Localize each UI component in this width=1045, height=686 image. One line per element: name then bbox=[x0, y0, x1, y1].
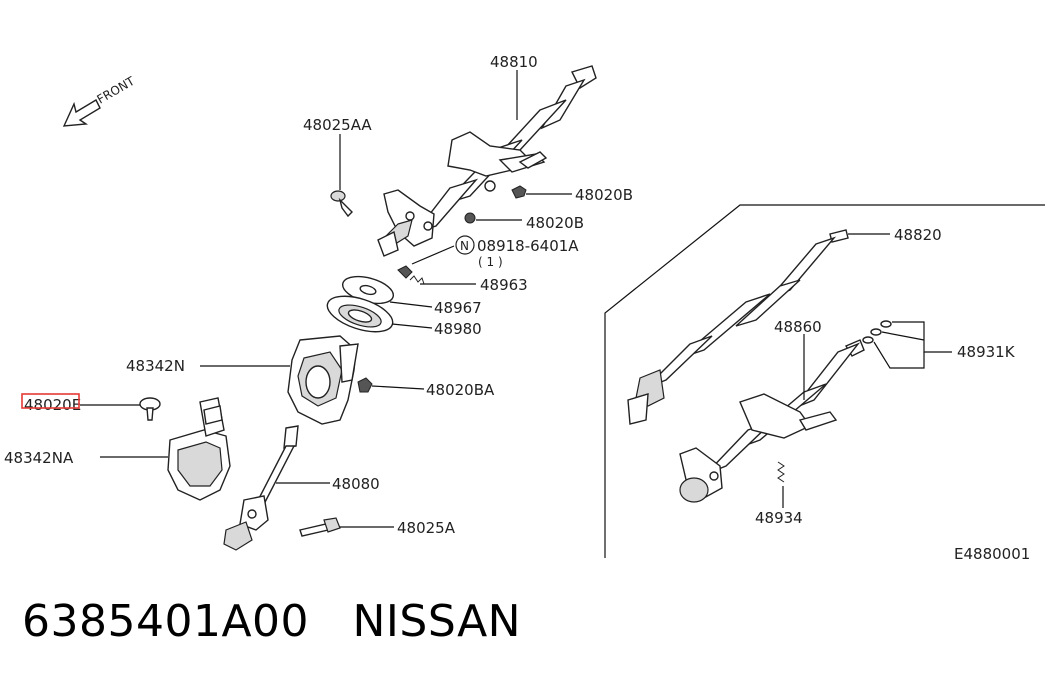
label-48080: 48080 bbox=[332, 475, 380, 493]
bolt-48025A bbox=[299, 517, 341, 537]
label-48020BA: 48020BA bbox=[426, 381, 495, 399]
figure-code: E4880001 bbox=[954, 545, 1030, 563]
front-label: FRONT bbox=[95, 74, 138, 107]
inset-frame bbox=[604, 204, 1045, 558]
nut-48020B-lower bbox=[464, 212, 476, 224]
label-48342N: 48342N bbox=[126, 357, 185, 375]
label-48934: 48934 bbox=[755, 509, 803, 527]
clip-48020E bbox=[139, 397, 161, 421]
callout-labels: 48810 48025AA 48020B 48020B N 08918-6401… bbox=[4, 53, 1030, 563]
nut-48020BA bbox=[357, 377, 373, 393]
nut-48020B-upper bbox=[511, 185, 527, 199]
label-08918-symbol: N bbox=[460, 239, 469, 253]
lower-shaft-48080 bbox=[223, 425, 299, 551]
label-08918-qty: ( 1 ) bbox=[478, 255, 503, 269]
footer-caption: 6385401A00 NISSAN bbox=[22, 596, 521, 647]
label-08918-6401A: 08918-6401A bbox=[477, 237, 579, 255]
label-48342NA: 48342NA bbox=[4, 449, 74, 467]
leader-lines bbox=[80, 70, 952, 528]
shaft-48820 bbox=[627, 229, 849, 425]
label-48820: 48820 bbox=[894, 226, 942, 244]
label-48025AA: 48025AA bbox=[303, 116, 372, 134]
n-symbol-circle bbox=[455, 235, 475, 255]
label-48810: 48810 bbox=[490, 53, 538, 71]
label-48025A: 48025A bbox=[397, 519, 456, 537]
highlight-box-48020E bbox=[21, 393, 80, 409]
cover-48342NA bbox=[167, 397, 231, 501]
label-48967: 48967 bbox=[434, 299, 482, 317]
label-48931K: 48931K bbox=[957, 343, 1016, 361]
front-direction-arrow: FRONT bbox=[62, 74, 138, 127]
label-48020E: 48020E bbox=[24, 396, 81, 414]
spring-48963 bbox=[409, 275, 425, 285]
label-48860: 48860 bbox=[774, 318, 822, 336]
column-48860 bbox=[679, 339, 865, 503]
label-48020B-lower: 48020B bbox=[526, 214, 584, 232]
nut-08918-6401A bbox=[397, 265, 413, 279]
bolt-48025AA bbox=[330, 190, 353, 218]
label-48963: 48963 bbox=[480, 276, 528, 294]
brand-name: NISSAN bbox=[352, 596, 522, 647]
hole-cover-48342N bbox=[287, 335, 359, 425]
label-48980: 48980 bbox=[434, 320, 482, 338]
steering-column-48810 bbox=[377, 65, 597, 257]
label-48020B-upper: 48020B bbox=[575, 186, 633, 204]
rings-48931K bbox=[862, 320, 892, 344]
part-number: 6385401A00 bbox=[22, 596, 310, 647]
spring-48934 bbox=[777, 461, 785, 483]
